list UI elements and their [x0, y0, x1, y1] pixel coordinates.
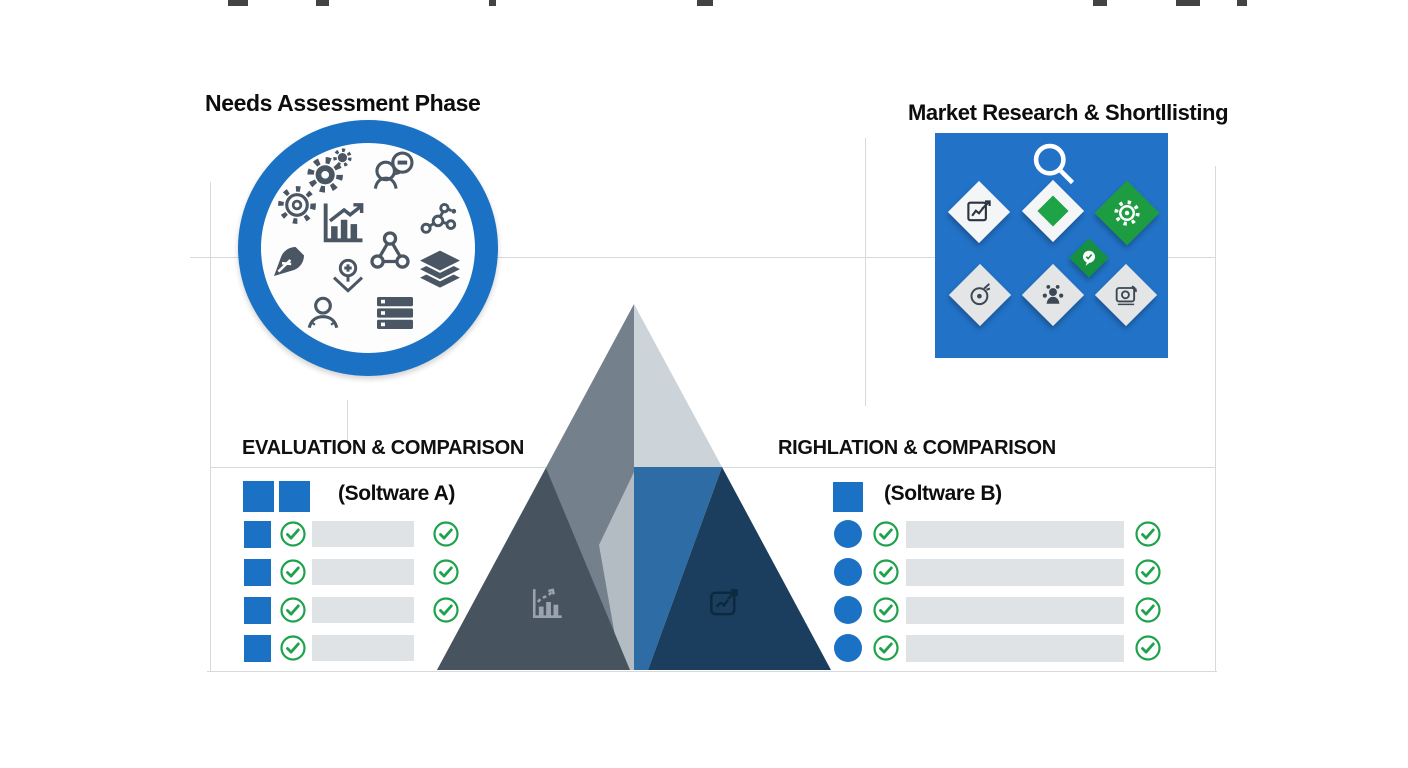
- pyramid-face-right-inner: [634, 467, 722, 670]
- edit-pen-icon: [274, 247, 304, 276]
- bar-chart-icon: [532, 588, 562, 618]
- row-value-bar: [312, 559, 414, 585]
- diamond-camera-sync: [1094, 263, 1158, 327]
- trailing-check-icon: [432, 520, 460, 548]
- diamond-community: [1021, 263, 1085, 327]
- checklist-row: [0, 634, 1408, 664]
- target-icon: [970, 283, 991, 306]
- row-value-bar: [906, 635, 1124, 662]
- checklist-row: [0, 520, 1408, 550]
- check-icon: [279, 520, 307, 548]
- row-marker-circle: [834, 596, 862, 624]
- gear-badge-icon: [1114, 200, 1140, 226]
- molecule-icon: [420, 202, 457, 234]
- layers-stack-icon: [416, 248, 464, 291]
- share-network-icon: [370, 231, 410, 269]
- row-value-bar: [312, 635, 414, 661]
- check-icon: [279, 596, 307, 624]
- cropped-top-artifact: [228, 0, 248, 6]
- circle-tick: [347, 400, 348, 446]
- evaluation-left-heading: EVALUATION & COMPARISON: [242, 437, 524, 459]
- row-value-bar: [312, 521, 414, 547]
- community-icon: [1042, 284, 1064, 304]
- diamond-target: [948, 263, 1012, 327]
- trailing-check-icon: [432, 558, 460, 586]
- trailing-check-icon: [432, 596, 460, 624]
- chat-check-icon: [1083, 250, 1095, 266]
- checklist-row: [0, 634, 1408, 664]
- checklist-row: [0, 520, 1408, 550]
- row-marker-circle: [834, 558, 862, 586]
- row-value-bar: [906, 597, 1124, 624]
- row-value-bar: [906, 521, 1124, 548]
- pyramid-face-left-lower: [437, 468, 630, 670]
- evaluation-right-heading: RIGHLATION & COMPARISON: [778, 437, 1056, 459]
- pin-plus-icon: [332, 258, 364, 293]
- trailing-check-icon: [1134, 596, 1162, 624]
- chart-frame-icon: [967, 200, 991, 222]
- cropped-top-artifact: [316, 0, 329, 6]
- diamond-chat-check: [1069, 238, 1109, 278]
- grid-h-line-bottom: [207, 671, 1217, 672]
- legend-square-left-1: [243, 481, 274, 512]
- needs-assessment-title: Needs Assessment Phase: [205, 90, 481, 116]
- camera-sync-icon: [1115, 285, 1137, 306]
- grid-h-line-top: [190, 257, 1216, 258]
- checklist-row: [0, 596, 1408, 626]
- check-icon: [872, 558, 900, 586]
- diamond-gear-badge: [1094, 180, 1160, 246]
- server-list-icon: [377, 297, 413, 329]
- person-icon: [307, 296, 339, 329]
- row-marker-square: [244, 597, 271, 624]
- software-a-label: (Soltware A): [338, 482, 455, 505]
- market-research-title: Market Research & Shortllisting: [908, 100, 1229, 125]
- magnifier-icon: [1033, 143, 1075, 185]
- row-marker-square: [244, 521, 271, 548]
- pyramid-face-left-inner: [599, 472, 634, 670]
- check-icon: [279, 634, 307, 662]
- pyramid-face-right-lower: [648, 467, 831, 670]
- row-marker-circle: [834, 634, 862, 662]
- cropped-top-artifact: [489, 0, 496, 6]
- check-icon: [279, 558, 307, 586]
- cropped-top-artifact: [1237, 0, 1247, 6]
- cropped-top-artifact: [1093, 0, 1107, 6]
- checklist-row: [0, 558, 1408, 588]
- grid-v-line-right: [1215, 166, 1216, 671]
- diamond-chart-frame: [947, 180, 1011, 244]
- legend-square-right: [833, 482, 863, 512]
- check-icon: [872, 520, 900, 548]
- gear-outline-icon: [278, 186, 316, 224]
- row-marker-circle: [834, 520, 862, 548]
- row-value-bar: [312, 597, 414, 623]
- chat-minus-icon: [373, 151, 414, 189]
- trailing-check-icon: [1134, 520, 1162, 548]
- legend-square-left-2: [279, 481, 310, 512]
- cropped-top-artifact: [697, 0, 713, 6]
- grid-v-line-left: [210, 182, 211, 671]
- software-b-label: (Soltware B): [884, 482, 1002, 505]
- grid-v-line-center: [865, 138, 866, 406]
- trend-box-icon: [710, 589, 738, 616]
- row-marker-square: [244, 635, 271, 662]
- row-value-bar: [906, 559, 1124, 586]
- trailing-check-icon: [1134, 558, 1162, 586]
- pyramid-face-right-upper: [634, 304, 722, 467]
- gear-solid-icon: [307, 148, 352, 193]
- checklist-row: [0, 558, 1408, 588]
- trailing-check-icon: [1134, 634, 1162, 662]
- cropped-top-artifact: [1176, 0, 1200, 6]
- check-icon: [872, 596, 900, 624]
- bar-chart-growth-icon: [323, 203, 364, 243]
- check-icon: [872, 634, 900, 662]
- row-marker-square: [244, 559, 271, 586]
- checklist-row: [0, 596, 1408, 626]
